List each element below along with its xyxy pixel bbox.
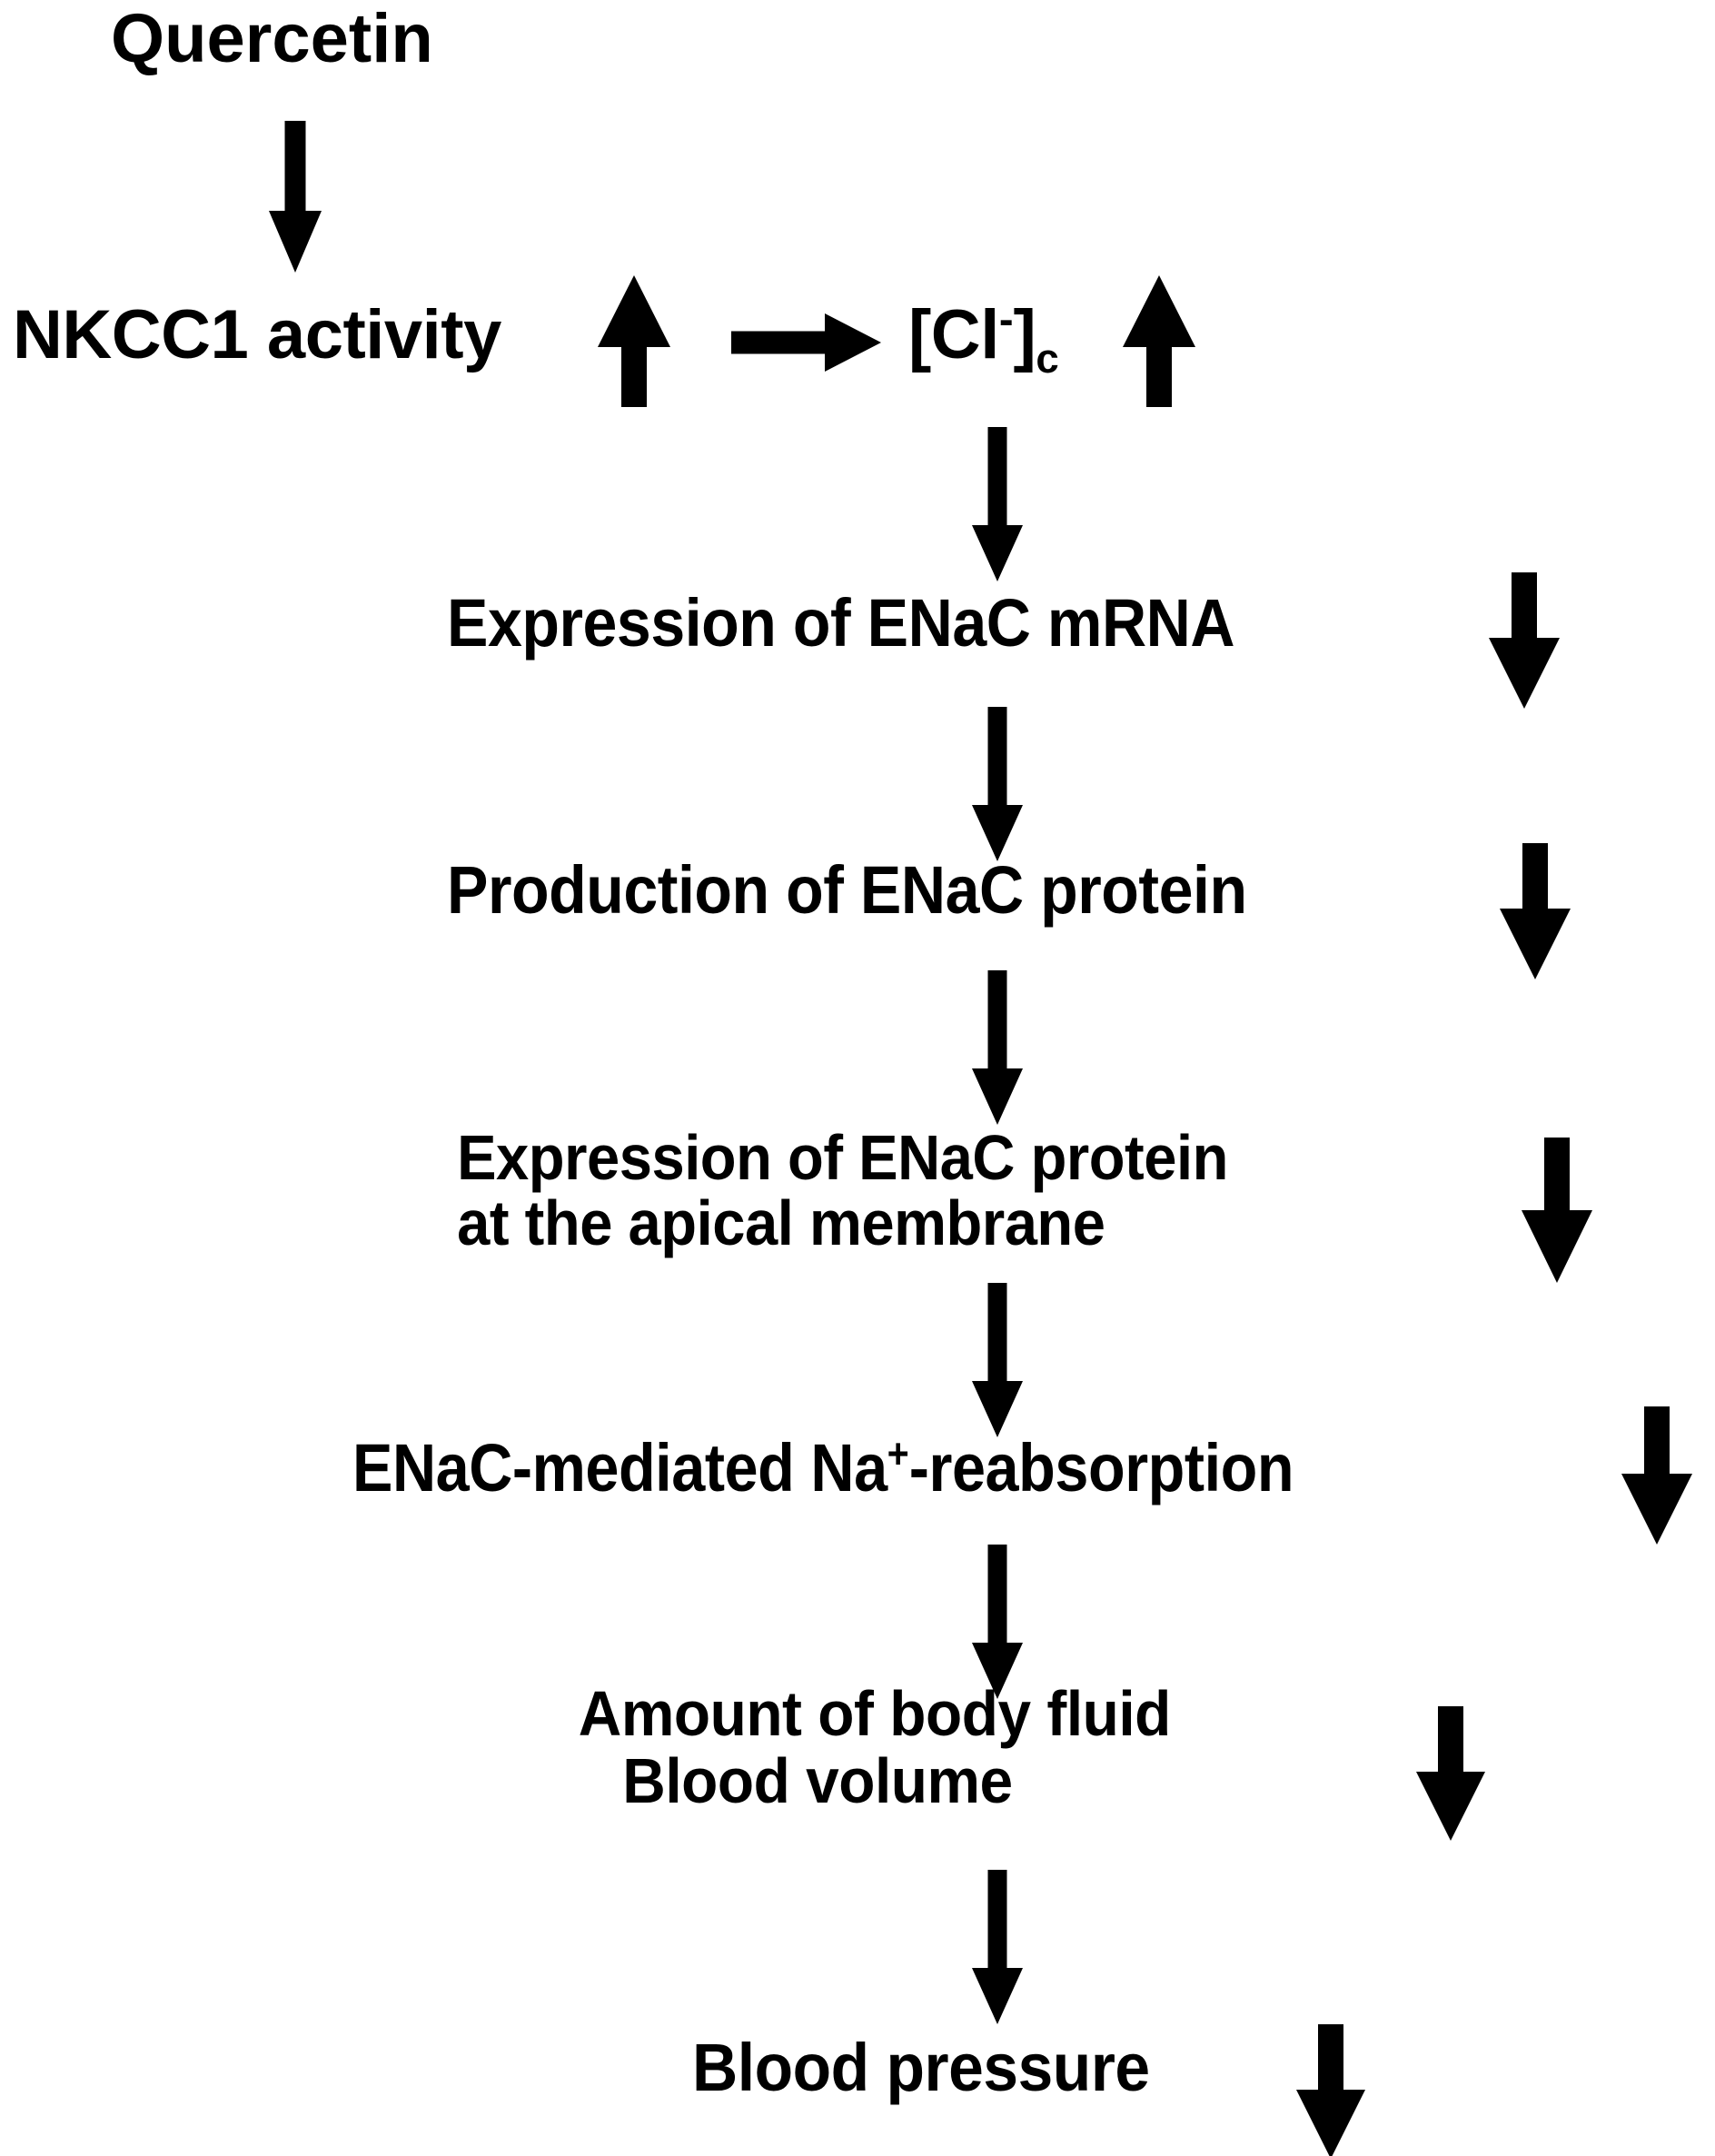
trend-down-icon-enac-protein-apical — [1519, 1138, 1595, 1283]
chloride-close-bracket: ] — [1013, 296, 1036, 373]
chloride-subscript-c: c — [1036, 335, 1059, 383]
edge-enac-mrna-to-protein-production-arrow — [967, 707, 1027, 861]
edge-nkcc1-to-chloride-arrow — [731, 310, 881, 375]
node-body-fluid-line1: Amount of body fluid — [578, 1678, 1172, 1749]
trend-down-icon-body-fluid-blood-volume — [1413, 1706, 1488, 1841]
node-na-reabsorption-label: ENaC-mediated Na+-reabsorption — [352, 1432, 1294, 1502]
trend-down-icon-enac-mrna-expression — [1486, 572, 1562, 709]
chloride-lead: [Cl — [908, 296, 999, 373]
node-enac-protein-apical-line2: at the apical membrane — [457, 1187, 1105, 1259]
edge-chloride-to-enac-mrna-arrow — [967, 427, 1027, 581]
trend-up-icon-nkcc1-activity — [595, 275, 673, 407]
node-blood-volume-line2: Blood volume — [622, 1744, 1013, 1816]
trend-down-icon-blood-pressure — [1294, 2024, 1368, 2156]
edge-na-reabsorption-to-body-fluid-arrow — [967, 1545, 1027, 1699]
edge-body-fluid-to-blood-pressure-arrow — [967, 1870, 1027, 2024]
chloride-superscript-minus: - — [998, 294, 1014, 343]
edge-quercetin-to-nkcc1-arrow — [262, 121, 329, 273]
trend-up-icon-chloride-concentration — [1120, 275, 1198, 407]
edge-apical-to-na-reabsorption-arrow — [967, 1283, 1027, 1437]
na-reabsorption-superscript-plus: + — [887, 1429, 909, 1477]
node-chloride-concentration-label: [Cl-]c — [908, 298, 1059, 380]
trend-down-icon-na-reabsorption — [1619, 1406, 1695, 1545]
node-enac-mrna-expression-label: Expression of ENaC mRNA — [447, 585, 1235, 661]
node-quercetin-label: Quercetin — [111, 0, 433, 77]
node-body-fluid-blood-volume-container: Amount of body fluid Blood volume — [578, 1678, 1172, 1816]
node-enac-protein-apical-line1: Expression of ENaC protein — [457, 1122, 1228, 1193]
node-nkcc1-activity-label: NKCC1 activity — [13, 296, 501, 373]
na-reabsorption-tail: -reabsorption — [908, 1430, 1294, 1505]
trend-down-icon-enac-protein-production — [1497, 843, 1573, 979]
node-enac-protein-production-label: Production of ENaC protein — [447, 852, 1247, 928]
node-blood-pressure-label: Blood pressure — [692, 2030, 1150, 2105]
edge-protein-production-to-apical-arrow — [967, 970, 1027, 1125]
na-reabsorption-lead: ENaC-mediated Na — [352, 1430, 887, 1505]
node-enac-protein-apical-container: Expression of ENaC protein at the apical… — [457, 1122, 1228, 1259]
